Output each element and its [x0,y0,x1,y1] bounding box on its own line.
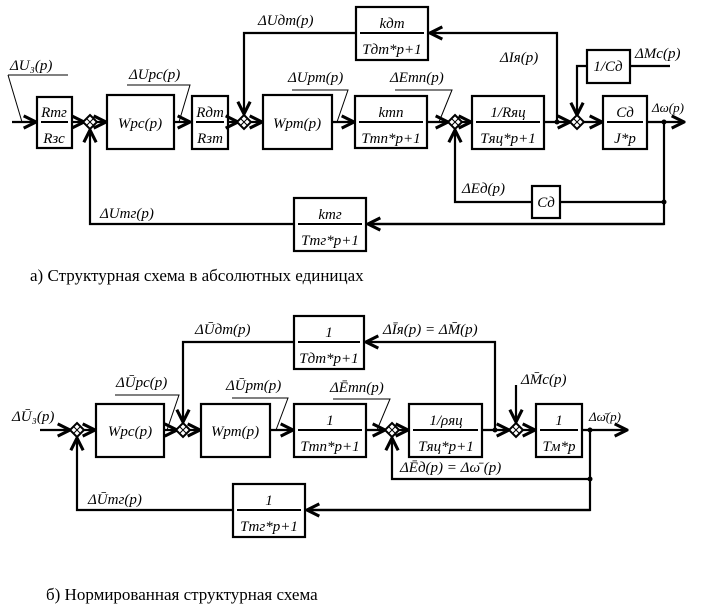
block-k-tg-den: Tтг*p+1 [301,233,359,249]
block-w-rt-b [199,402,272,459]
block-w-rs-b-label: Wрс(p) [108,424,152,440]
summing-junction-2-b [174,421,192,439]
caption-a: а) Структурная схема в абсолютных единиц… [30,266,364,285]
signal-e-d-a: ΔEд(p) [461,181,505,197]
block-w-rt-b-label: Wрт(p) [211,424,259,440]
block-rho-num: 1/ρяц [429,413,462,429]
block-tg-den: Tтг*p+1 [240,519,298,535]
signal-i-ya-b: ΔĪя(p) = ΔM̄(p) [382,322,478,338]
block-k-tp-den: Tтп*p+1 [361,131,420,147]
block-cd-label: Cд [537,195,555,211]
block-w-rs-b [94,402,166,459]
block-r-yac-den: Tяц*p+1 [480,131,535,147]
signal-u-tg-a: ΔUтг(p) [99,206,154,222]
diagram-a: ΔU₃(p) Rтг Rзс Wрс(p) ΔUрс(p) Rдт Rзт [7,5,684,285]
signal-i-ya-a: ΔIя(p) [499,50,538,66]
signal-m-c-a: ΔMс(p) [634,46,680,62]
block-k-dt-den: Tдт*p+1 [362,42,421,58]
caption-b: б) Нормированная структурная схема [46,585,318,604]
block-dt-num: 1 [325,325,333,341]
diagram-b: ΔŪ₃(p) Wрс(p) ΔŪрс(p) Wрт(p) ΔŪрт(p) 1 T… [11,314,627,604]
summing-junction-4-b [507,421,525,439]
block-k-tp-num: kтп [379,105,404,121]
signal-u-rs-b: ΔŪрс(p) [115,375,167,391]
block-rho-den: Tяц*p+1 [418,439,473,455]
signal-m-c-b: ΔM̄с(p) [520,372,566,388]
signal-e-tp-a: ΔEтп(p) [389,70,444,86]
signal-e-d-b: ΔĒд(p) = Δω̄ (p) [399,460,501,476]
signal-u-dt-b: ΔŪдт(p) [194,322,251,338]
block-w-rt-a-label: Wрт(p) [273,116,321,132]
summing-junction-3-b [383,421,401,439]
summing-junction-4-a [568,113,586,131]
block-tm-num: 1 [555,413,563,429]
block-k-dt-num: kдт [379,16,404,32]
block-cd-j-den: J*p [614,131,636,147]
signal-u-rt-b: ΔŪрт(p) [225,378,281,394]
signal-e-tp-b: ΔĒтп(p) [329,380,384,396]
block-r-tg-zs-den: Rзс [42,131,65,147]
block-r-yac-num: 1/Rяц [490,105,525,121]
signal-u-dt-a: ΔUдт(p) [257,13,314,29]
block-inv-cd-label: 1/Cд [593,59,623,75]
block-tp-den: Tтп*p+1 [300,439,359,455]
signal-u-rs-a: ΔUрс(p) [128,67,180,83]
summing-junction-1-a [81,113,99,131]
block-r-dt-zt-num: Rдт [195,105,224,121]
block-tg-num: 1 [265,493,273,509]
label-leader [7,74,23,123]
block-k-tg-num: kтг [318,207,341,223]
signal-omega-b: Δω̄(p) [588,409,621,424]
summing-junction-2-a [235,113,253,131]
summing-junction-3-a [446,113,464,131]
block-cd-j-num: Cд [616,105,634,121]
block-w-rs-a-label: Wрс(p) [118,116,162,132]
block-tm-den: Tм*p [543,439,576,455]
block-r-tg-zs-num: Rтг [40,105,67,121]
block-tp-num: 1 [326,413,334,429]
signal-u-tg-b: ΔŪтг(p) [87,492,142,508]
block-inv-cd-a [585,48,632,85]
block-dt-den: Tдт*p+1 [299,351,358,367]
summing-junction-1-b [68,421,86,439]
signal-omega-a: Δω(p) [651,100,684,115]
signal-u-rt-a: ΔUрт(p) [287,70,343,86]
signal-u-z-a: ΔU₃(p) [9,58,52,74]
block-w-rt-a [261,93,334,151]
block-r-dt-zt-den: Rзт [196,131,223,147]
signal-u-z-b: ΔŪ₃(p) [11,409,54,425]
